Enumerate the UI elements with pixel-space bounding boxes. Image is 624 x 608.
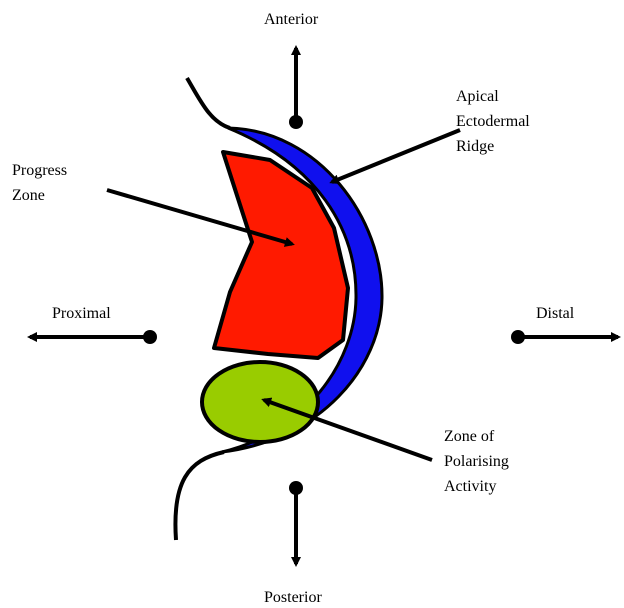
proximal-arrow [30, 330, 157, 344]
ectoderm-outline-lower [175, 452, 224, 540]
posterior-arrow [289, 481, 303, 564]
ectoderm-outline-upper [187, 78, 230, 128]
distal-arrow [511, 330, 618, 344]
anterior-arrow [289, 48, 303, 129]
anterior-label: Anterior [264, 11, 319, 28]
aer-pointer-arrow [332, 130, 460, 182]
distal-label: Distal [536, 305, 575, 322]
zpa-label: Zone of Polarising Activity [444, 428, 513, 495]
aer-label: Apical Ectodermal Ridge [456, 88, 534, 155]
posterior-label: Posterior [264, 589, 322, 606]
progress-zone-label: Progress Zone [12, 162, 71, 204]
proximal-label: Proximal [52, 305, 111, 322]
zone-of-polarising-activity [202, 362, 318, 442]
